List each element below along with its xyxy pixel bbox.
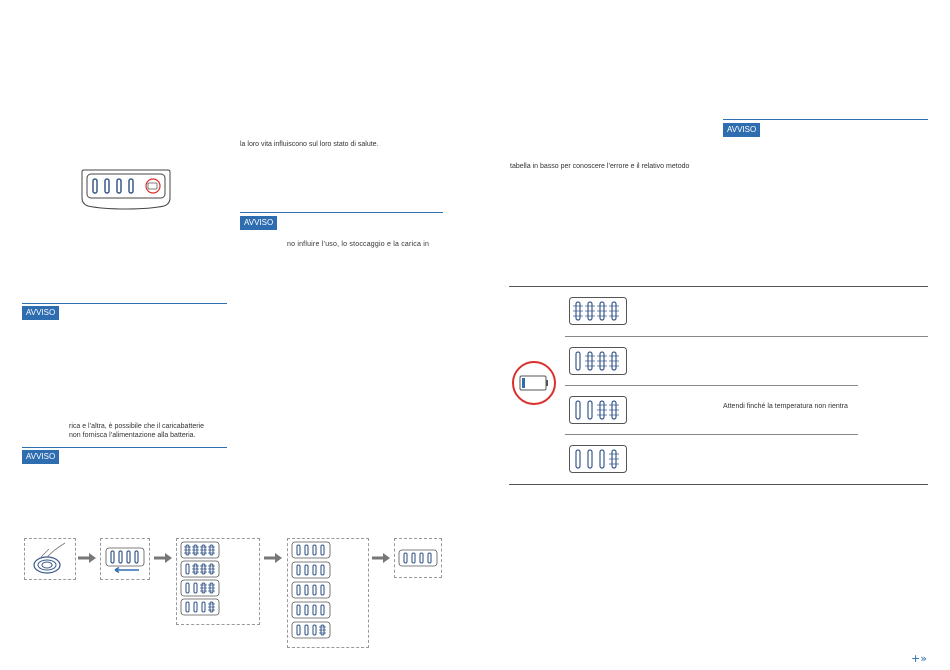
battery-error-icon <box>511 360 557 406</box>
charging-pad-icon <box>33 542 66 574</box>
battery-bars-icon <box>105 547 145 574</box>
seq-step-empty <box>394 538 442 578</box>
seq-arrow-3 <box>264 553 282 563</box>
seq-arrow-1 <box>78 553 96 563</box>
next-page-icon[interactable]: +» <box>911 652 927 665</box>
table-row-rule-1 <box>565 336 928 337</box>
seq-step-bars <box>100 538 150 580</box>
indicator-row-2 <box>569 347 627 375</box>
indicator-row-4 <box>569 445 627 473</box>
indicator-row-3 <box>569 396 627 424</box>
notice-badge-3: AVVISO <box>240 216 278 230</box>
seq-step-charging <box>176 538 260 625</box>
indicator-row-1 <box>569 297 627 325</box>
table-wait-text: Attendi finché la temperatura non rientr… <box>723 403 848 410</box>
health-text: la loro vita influiscono sul loro stato … <box>240 141 379 148</box>
notice-badge-2: AVVISO <box>22 450 60 464</box>
notice-rule-4 <box>723 119 928 120</box>
seq-step-charging-pad <box>24 538 76 580</box>
table-row-rule-2 <box>565 385 858 386</box>
table-intro-text: tabella in basso per conoscere l’errore … <box>510 163 690 170</box>
seq-arrow-2 <box>154 553 172 563</box>
table-bottom-rule <box>509 484 928 485</box>
table-row-rule-3 <box>565 434 858 435</box>
battery-device-icon <box>81 169 171 210</box>
charger-text-line-2: non fornisca l’alimentazione alla batter… <box>69 432 196 439</box>
battery-device-illustration <box>80 168 172 210</box>
charger-text-line-1: rica e l’altra, è possibile che il caric… <box>69 423 205 430</box>
seq-arrow-4 <box>372 553 390 563</box>
battery-empty-icon <box>398 549 438 567</box>
use-text: no influire l’uso, lo stoccaggio e la ca… <box>287 241 430 248</box>
notice-badge-4: AVVISO <box>723 123 761 137</box>
notice-badge-1: AVVISO <box>22 306 60 320</box>
seq-step-discharging <box>287 538 369 648</box>
table-top-rule <box>509 286 928 287</box>
notice-rule-2 <box>22 447 227 448</box>
notice-rule-1 <box>22 303 227 304</box>
notice-rule-3 <box>240 212 443 213</box>
